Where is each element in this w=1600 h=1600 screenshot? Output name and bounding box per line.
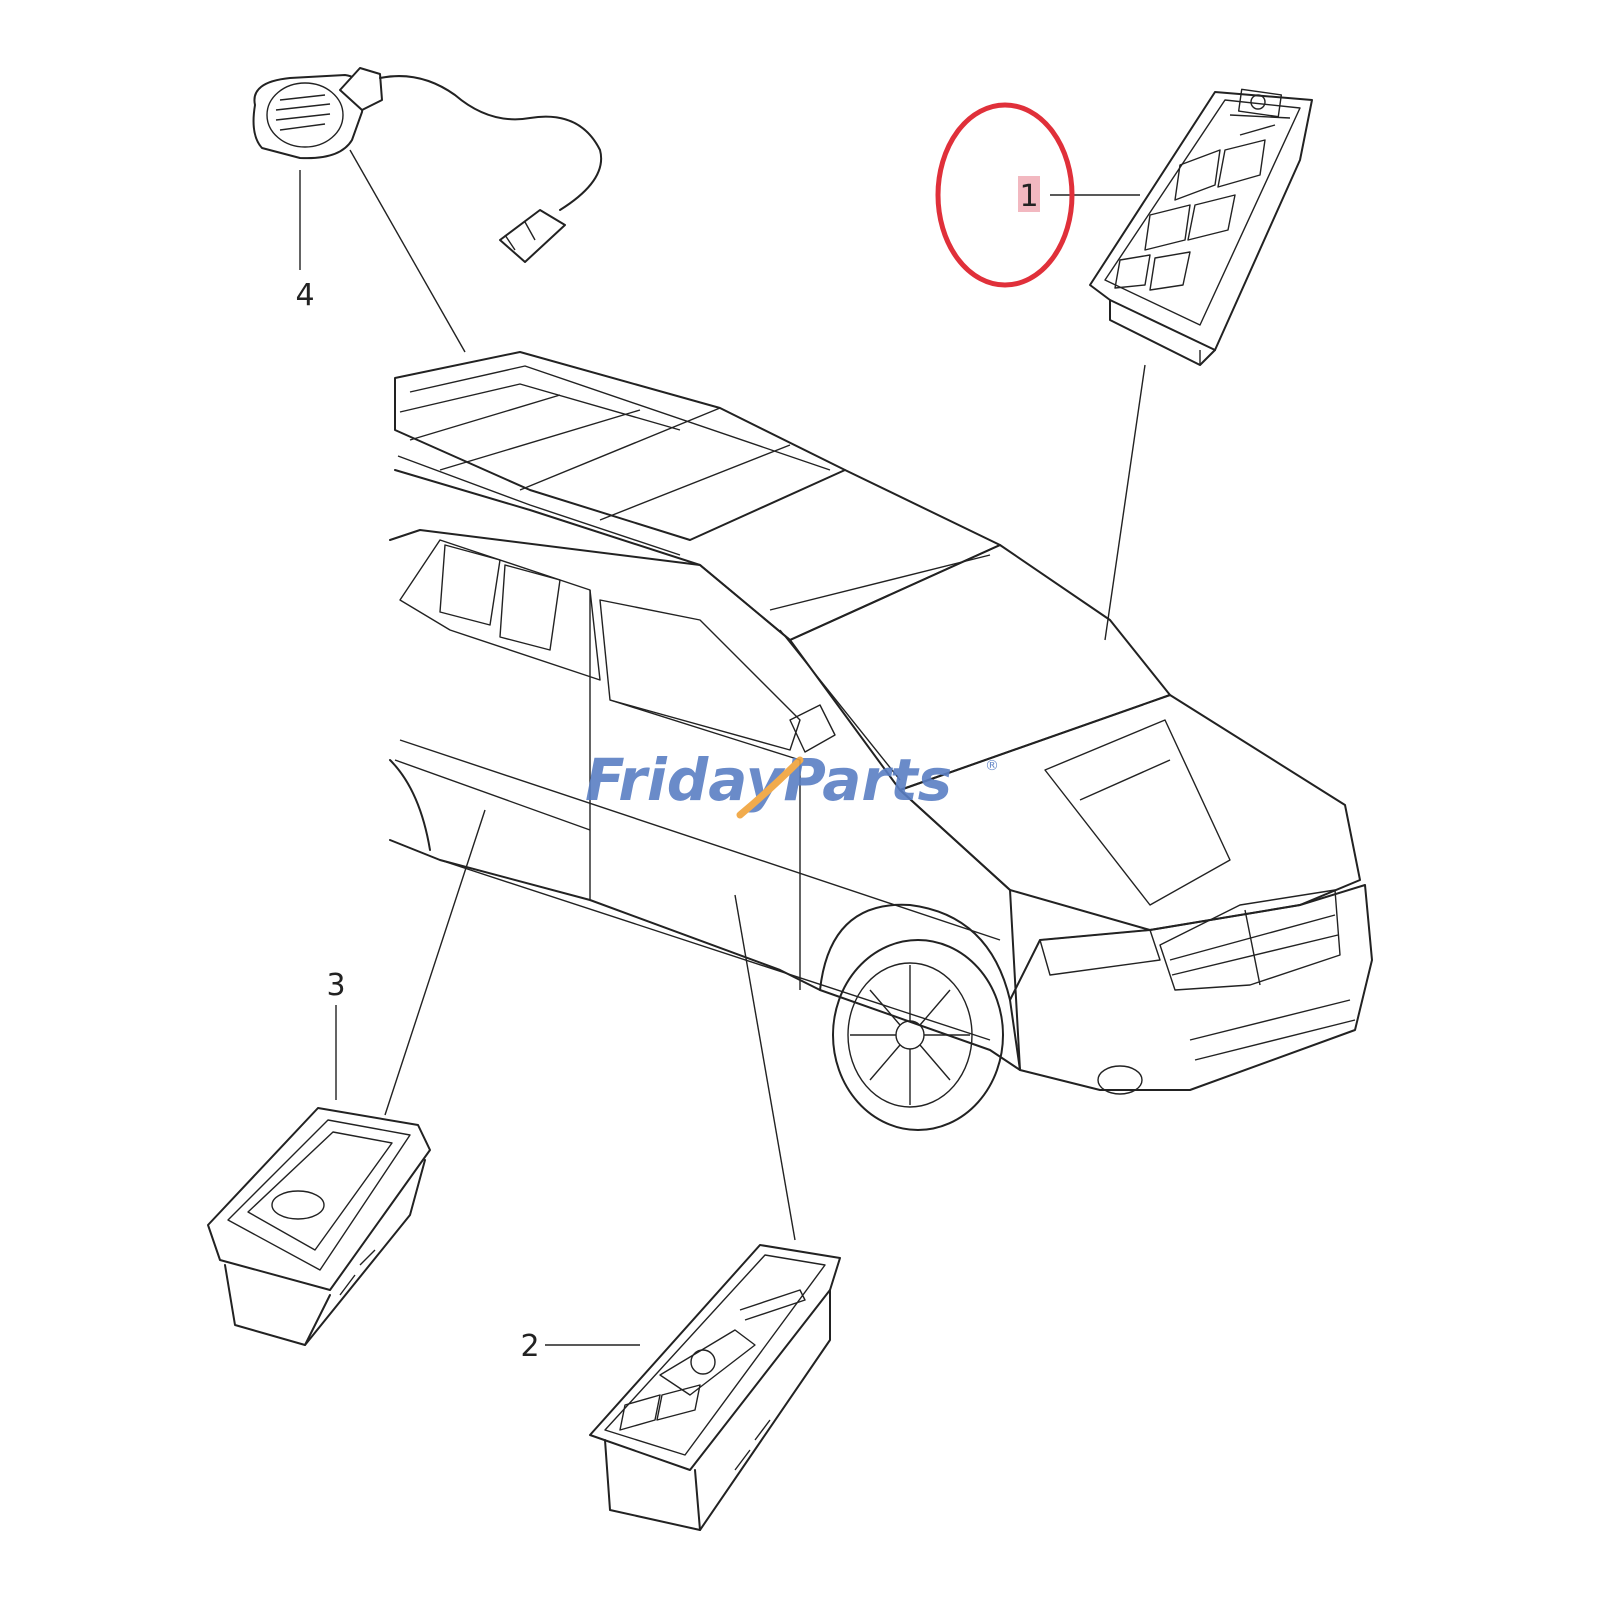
- callout-3[interactable]: 3: [326, 968, 345, 1003]
- callout-2-label: 2: [520, 1329, 539, 1364]
- callout-1[interactable]: 1: [1018, 176, 1040, 214]
- watermark-text: FridayParts: [585, 746, 952, 814]
- callout-4[interactable]: 4: [295, 278, 314, 313]
- callout-3-label: 3: [326, 968, 345, 1003]
- vehicle-illustration: [389, 351, 1373, 1131]
- part-4-sensor-with-connector[interactable]: [252, 67, 603, 263]
- watermark-swoosh: [736, 756, 804, 819]
- watermark-registered: ®: [985, 758, 999, 774]
- callout-4-label: 4: [295, 278, 314, 313]
- part-1-master-window-switch[interactable]: [1089, 88, 1313, 366]
- watermark-logo: FridayParts ®: [585, 746, 999, 819]
- part-3-window-switch[interactable]: [207, 1107, 431, 1346]
- leader-lines: [299, 149, 1146, 1346]
- callout-1-highlight-box: [1018, 176, 1040, 212]
- callout-1-label: 1: [1019, 179, 1038, 214]
- part-2-window-switch[interactable]: [589, 1244, 841, 1531]
- highlight-circle: [935, 102, 1075, 288]
- callout-2[interactable]: 2: [520, 1329, 539, 1364]
